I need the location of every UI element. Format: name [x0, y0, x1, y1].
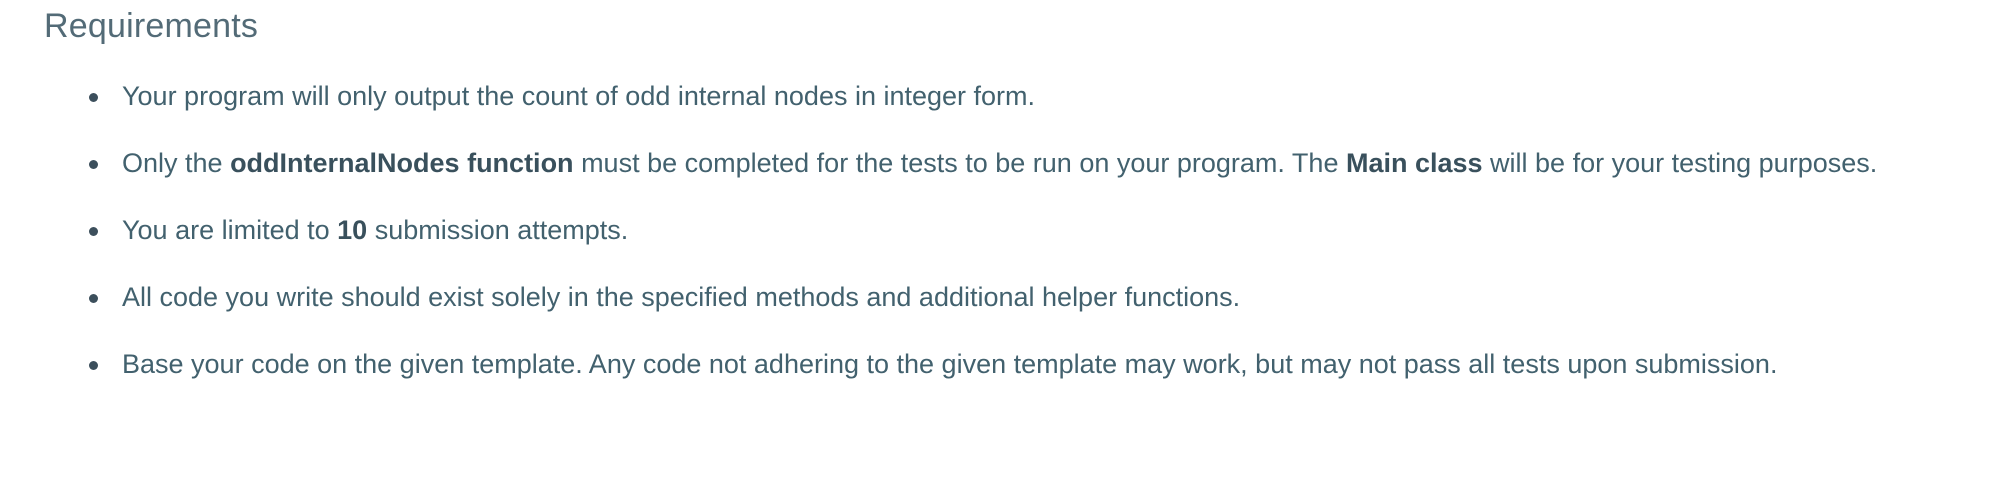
list-item: Only the oddInternalNodes function must … [44, 141, 1976, 186]
requirement-span: Base your code on the given template. An… [122, 349, 1778, 379]
bullet-icon [89, 294, 98, 303]
list-item: Your program will only output the count … [44, 74, 1976, 119]
requirement-text: Your program will only output the count … [122, 81, 1035, 111]
list-item: All code you write should exist solely i… [44, 275, 1976, 320]
bullet-icon [89, 160, 98, 169]
requirement-emphasis: 10 [337, 215, 368, 245]
requirements-list: Your program will only output the count … [44, 74, 1976, 387]
requirement-span: submission attempts. [367, 215, 629, 245]
requirement-emphasis: Main class [1345, 148, 1483, 178]
requirement-span: Your program will only output the count … [122, 81, 1036, 111]
bullet-icon [89, 227, 98, 236]
list-item: You are limited to 10 submission attempt… [44, 208, 1976, 253]
bullet-icon [89, 93, 98, 102]
requirement-span: All code you write should exist solely i… [122, 282, 1241, 312]
requirement-span: will be for your testing purposes. [1482, 148, 1878, 178]
requirement-text: You are limited to 10 submission attempt… [122, 215, 628, 245]
requirement-span: must be completed for the tests to be ru… [573, 148, 1346, 178]
list-item: Base your code on the given template. An… [44, 342, 1976, 387]
bullet-icon [89, 361, 98, 370]
requirement-text: All code you write should exist solely i… [122, 282, 1240, 312]
requirement-emphasis: oddInternalNodes function [230, 148, 574, 178]
requirement-text: Base your code on the given template. An… [122, 349, 1777, 379]
requirement-span: You are limited to [122, 215, 338, 245]
requirement-text: Only the oddInternalNodes function must … [122, 148, 1877, 178]
page-title: Requirements [44, 7, 259, 45]
requirement-span: Only the [122, 148, 231, 178]
